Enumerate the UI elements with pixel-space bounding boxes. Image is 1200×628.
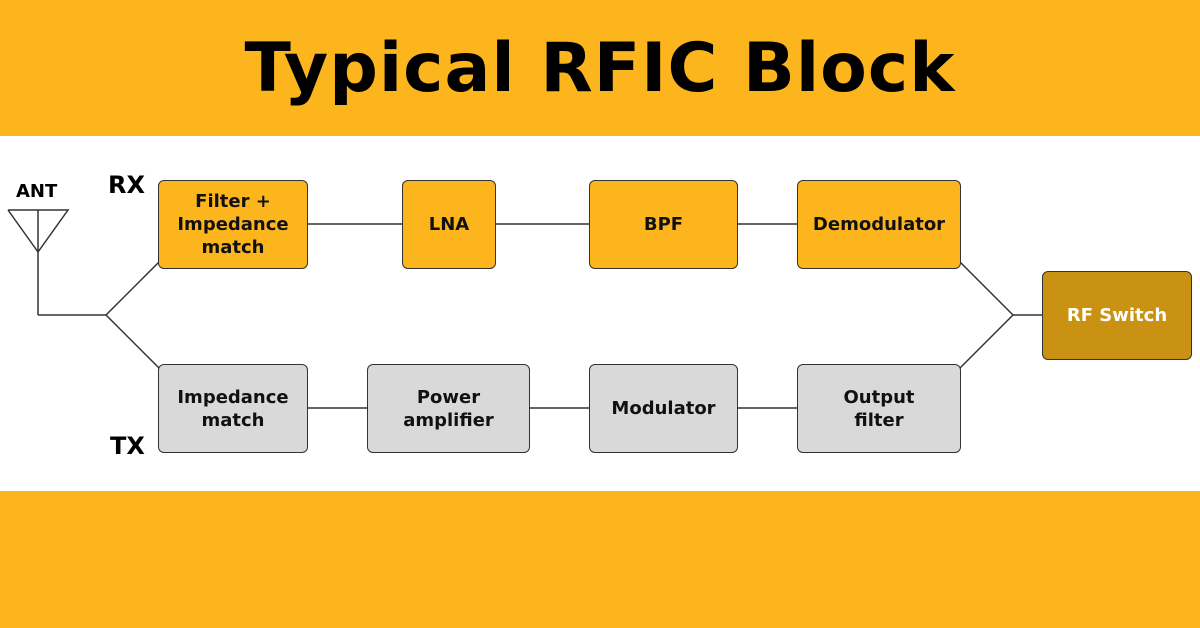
- demodulator-block: Demodulator: [797, 180, 961, 269]
- page-title: Typical RFIC Block: [244, 28, 956, 108]
- filter-impedance-match-block: Filter + Impedance match: [158, 180, 308, 269]
- title-banner: Typical RFIC Block: [0, 0, 1200, 136]
- antenna-icon: [7, 209, 70, 315]
- modulator-block: Modulator: [589, 364, 738, 453]
- antenna-label: ANT: [16, 181, 58, 202]
- rf-switch-block: RF Switch: [1042, 271, 1192, 360]
- footer-banner: [0, 491, 1200, 628]
- power-amplifier-block: Power amplifier: [367, 364, 530, 453]
- lna-block: LNA: [402, 180, 496, 269]
- rx-label: RX: [108, 171, 145, 199]
- bpf-block: BPF: [589, 180, 738, 269]
- impedance-match-block: Impedance match: [158, 364, 308, 453]
- tx-label: TX: [110, 432, 145, 460]
- output-filter-block: Output filter: [797, 364, 961, 453]
